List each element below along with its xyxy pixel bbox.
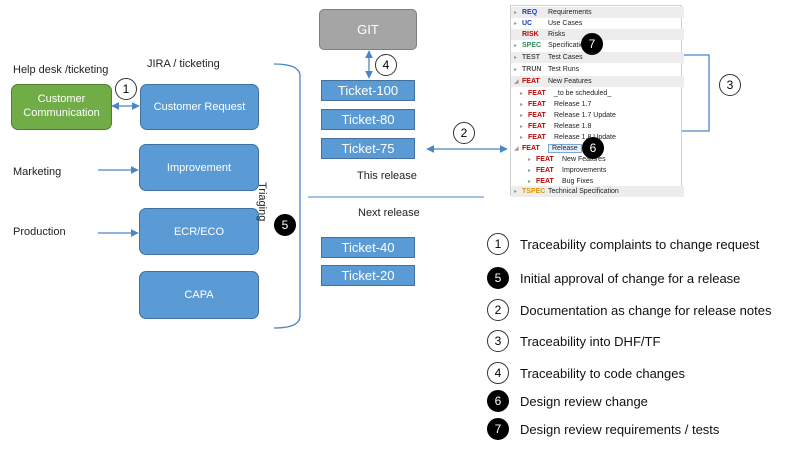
ticket-20[interactable]: Ticket-20 bbox=[321, 265, 415, 286]
expand-icon[interactable]: ▸ bbox=[520, 91, 524, 97]
marker-2: 2 bbox=[453, 122, 475, 144]
tree-row-release-improvements[interactable]: ▸ FEAT Improvements bbox=[528, 167, 607, 174]
expand-icon[interactable]: ▸ bbox=[520, 135, 524, 141]
legend-marker: 2 bbox=[487, 299, 509, 321]
tree-row-uc[interactable]: ▸ UC Use Cases bbox=[514, 20, 583, 27]
ecr-eco-box: ECR/ECO bbox=[139, 208, 259, 255]
expand-icon[interactable]: ▸ bbox=[514, 10, 518, 16]
marker-1: 1 bbox=[115, 78, 137, 100]
legend-marker: 4 bbox=[487, 362, 509, 384]
label-next-release: Next release bbox=[358, 207, 420, 219]
expand-icon[interactable]: ▸ bbox=[528, 179, 532, 185]
legend-item-2: 2 Documentation as change for release no… bbox=[487, 299, 772, 321]
tree-row-release-new-features[interactable]: ▸ FEAT New Features bbox=[528, 156, 606, 163]
expand-icon[interactable]: ▸ bbox=[528, 168, 532, 174]
expand-icon[interactable]: ▸ bbox=[514, 43, 518, 49]
legend-item-6: 6 Design review change bbox=[487, 390, 648, 412]
legend-marker: 6 bbox=[487, 390, 509, 412]
expand-icon[interactable]: ▸ bbox=[514, 21, 518, 27]
document-tree-panel: ▸ REQ Requirements ▸ UC Use Cases RISK R… bbox=[510, 5, 684, 197]
expand-icon[interactable]: ▸ bbox=[520, 124, 524, 130]
marker-5: 5 bbox=[274, 214, 296, 236]
capa-box: CAPA bbox=[139, 271, 259, 319]
legend-text: Traceability to code changes bbox=[520, 365, 686, 381]
expand-icon[interactable]: ▸ bbox=[514, 55, 518, 61]
tree-row-release[interactable]: ◢ FEAT Release bbox=[511, 143, 684, 154]
legend-text: Initial approval of change for a release bbox=[520, 270, 741, 286]
marker-4: 4 bbox=[375, 54, 397, 76]
expand-icon[interactable]: ▸ bbox=[520, 113, 524, 119]
collapse-icon[interactable]: ◢ bbox=[514, 79, 519, 85]
marker-6: 6 bbox=[582, 137, 604, 159]
label-jira: JIRA / ticketing bbox=[147, 58, 220, 70]
tree-row-spec[interactable]: ▸ SPEC Specifications bbox=[514, 42, 592, 49]
ticket-75[interactable]: Ticket-75 bbox=[321, 138, 415, 159]
legend-marker: 1 bbox=[487, 233, 509, 255]
expand-icon[interactable]: ▸ bbox=[520, 102, 524, 108]
ticket-40[interactable]: Ticket-40 bbox=[321, 237, 415, 258]
expand-icon[interactable]: ▸ bbox=[514, 67, 518, 73]
tree-row-new-features[interactable]: ◢ FEAT New Features bbox=[511, 76, 684, 87]
tree-row-test[interactable]: ▸ TEST Test Cases bbox=[511, 52, 684, 63]
tree-row-release-1-8[interactable]: ▸ FEAT Release 1.8 bbox=[520, 123, 592, 130]
expand-icon[interactable]: ▸ bbox=[514, 189, 518, 195]
legend-text: Traceability complaints to change reques… bbox=[520, 236, 760, 252]
git-box: GIT bbox=[319, 9, 417, 50]
marker-7: 7 bbox=[581, 33, 603, 55]
tree-row-release-1-7-update[interactable]: ▸ FEAT Release 1.7 Update bbox=[520, 112, 616, 119]
legend-text: Traceability into DHF/TF bbox=[520, 333, 661, 349]
ticket-100[interactable]: Ticket-100 bbox=[321, 80, 415, 101]
label-helpdesk: Help desk /ticketing bbox=[13, 64, 109, 76]
tree-row-req[interactable]: ▸ REQ Requirements bbox=[511, 7, 684, 18]
customer-communication-box: Customer Communication bbox=[11, 84, 112, 130]
collapse-icon[interactable]: ◢ bbox=[514, 146, 519, 152]
legend-item-7: 7 Design review requirements / tests bbox=[487, 418, 719, 440]
improvement-box: Improvement bbox=[139, 144, 259, 191]
tree-row-release-1-7[interactable]: ▸ FEAT Release 1.7 bbox=[520, 101, 592, 108]
legend-text: Design review requirements / tests bbox=[520, 421, 720, 437]
tree-row-to-be-scheduled[interactable]: ▸ FEAT _to be scheduled_ bbox=[520, 90, 612, 97]
label-marketing: Marketing bbox=[13, 166, 62, 178]
legend-marker: 3 bbox=[487, 330, 509, 352]
legend-item-5: 5 Initial approval of change for a relea… bbox=[487, 267, 740, 289]
legend-marker: 7 bbox=[487, 418, 509, 440]
legend-text: Design review change bbox=[520, 393, 648, 409]
tree-row-release-bug-fixes[interactable]: ▸ FEAT Bug Fixes bbox=[528, 178, 594, 185]
legend-marker: 5 bbox=[487, 267, 509, 289]
tree-row-release-1-8-update[interactable]: ▸ FEAT Release 1.8 Update bbox=[520, 134, 616, 141]
tree-row-tspec[interactable]: ▸ TSPEC Technical Specification bbox=[511, 186, 684, 197]
ticket-80[interactable]: Ticket-80 bbox=[321, 109, 415, 130]
triaging-bracket bbox=[273, 63, 301, 329]
legend-text: Documentation as change for release note… bbox=[520, 302, 772, 318]
label-triaging: Triaging bbox=[256, 182, 268, 222]
expand-icon[interactable]: ▸ bbox=[528, 157, 532, 163]
legend-item-4: 4 Traceability to code changes bbox=[487, 362, 685, 384]
marker-3: 3 bbox=[719, 74, 741, 96]
label-production: Production bbox=[13, 226, 66, 238]
legend-item-1: 1 Traceability complaints to change requ… bbox=[487, 233, 759, 255]
label-this-release: This release bbox=[357, 170, 417, 182]
tree-row-trun[interactable]: ▸ TRUN Test Runs bbox=[514, 66, 580, 73]
customer-request-box: Customer Request bbox=[140, 84, 259, 130]
legend-item-3: 3 Traceability into DHF/TF bbox=[487, 330, 660, 352]
